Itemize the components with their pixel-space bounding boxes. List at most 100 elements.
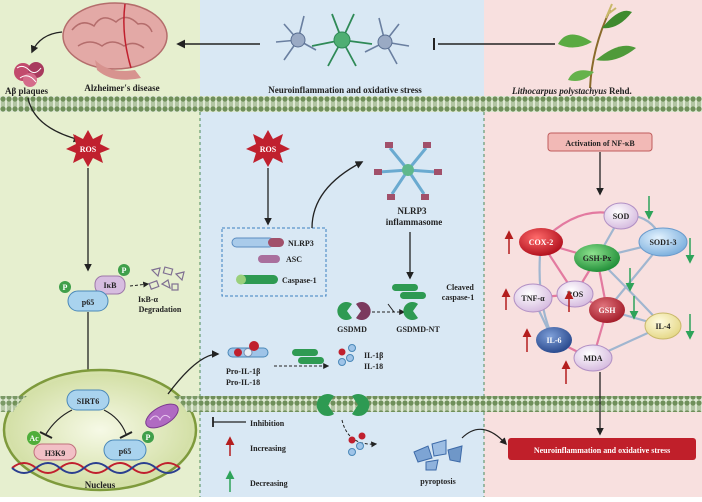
phospho-badge-3 xyxy=(142,431,154,443)
alzheimers-label: Alzheimer's disease xyxy=(84,83,159,93)
cleaved-label-2: caspase-1 xyxy=(442,293,474,302)
svg-text:P: P xyxy=(122,266,127,275)
acetyl-badge xyxy=(27,431,41,445)
plaques-to-ros-arrow xyxy=(27,97,82,143)
nlrp3-label: NLRP3 xyxy=(288,239,314,248)
degradation-label-1: IκB-α xyxy=(138,295,159,304)
neuro-title: Neuroinflammation and oxidative stress xyxy=(268,85,422,95)
p65-label-left: p65 xyxy=(82,298,94,307)
gsdmd-nt-label: GSDMD-NT xyxy=(396,325,440,334)
ikb-label: IκB xyxy=(104,281,118,290)
svg-text:SOD1-3: SOD1-3 xyxy=(649,238,676,247)
legend-decreasing: Decreasing xyxy=(250,479,288,488)
pro-il-icon xyxy=(227,341,269,358)
pro-il1b-label: Pro-IL-1β xyxy=(226,367,260,376)
degradation-label-2: Degradation xyxy=(139,305,182,314)
sirt6-label: SIRT6 xyxy=(77,397,99,406)
node-ros xyxy=(556,280,594,308)
plant-label: Lithocarpus polystachyus Rehd. xyxy=(511,86,632,96)
released-molecules-icon xyxy=(348,432,366,456)
plant-rest: Rehd. xyxy=(607,86,632,96)
svg-text:IL-4: IL-4 xyxy=(655,322,670,331)
gsdmd-nt-icon xyxy=(403,302,418,321)
svg-text:SOD: SOD xyxy=(613,212,630,221)
pyroptosis-to-outcome-arrow xyxy=(461,428,507,446)
svg-text:TNF-α: TNF-α xyxy=(521,294,545,303)
gsdmd-label: GSDMD xyxy=(337,325,367,334)
outcome-box xyxy=(508,438,696,460)
node-il6 xyxy=(536,327,572,353)
node-gshpx xyxy=(574,244,620,272)
il18-label: IL-18 xyxy=(364,362,383,371)
ros-label-left: ROS xyxy=(80,145,97,154)
brain-icon xyxy=(62,2,168,80)
increase-arrows xyxy=(501,230,574,384)
outcome-label: Neuroinflammation and oxidative stress xyxy=(534,446,670,455)
svg-text:GSH-Px: GSH-Px xyxy=(583,254,611,263)
gsdmd-icon xyxy=(337,302,371,321)
svg-text:COX-2: COX-2 xyxy=(529,238,553,247)
plant-icon xyxy=(558,3,636,89)
ros-star-left xyxy=(66,130,110,167)
node-sod13 xyxy=(638,227,688,257)
plaques-icon xyxy=(14,62,44,87)
p65-to-proil-arrow xyxy=(167,350,220,395)
asc-label: ASC xyxy=(286,255,302,264)
node-cox2 xyxy=(519,228,563,256)
brain-to-plaques-arrow xyxy=(30,31,63,54)
mitochondria-icon xyxy=(145,403,179,429)
svg-text:ROS: ROS xyxy=(567,290,584,299)
degradation-fragments-icon xyxy=(148,266,185,291)
pro-il18-label: Pro-IL-18 xyxy=(226,378,260,387)
legend-inhibition: Inhibition xyxy=(250,419,285,428)
inflammasome-label-2: inflammasome xyxy=(386,217,443,227)
dna-icon xyxy=(11,462,181,474)
sirt6-pill xyxy=(66,389,110,411)
p65-pill-nucleus xyxy=(103,439,147,461)
pyroptosis-label: pyroptosis xyxy=(420,477,455,486)
caspase1-label: Caspase-1 xyxy=(282,276,317,285)
decrease-arrows xyxy=(625,196,695,340)
top-membrane xyxy=(0,96,702,112)
inflammasome-label-1: NLRP3 xyxy=(398,206,427,216)
p65-pill-left xyxy=(67,290,109,312)
nfkb-label: Activation of NF-κB xyxy=(565,139,635,148)
svg-text:Ac: Ac xyxy=(29,434,39,443)
inflammasome-icon xyxy=(374,142,442,200)
node-tnfa xyxy=(513,283,553,313)
plaques-label: Aβ plaques xyxy=(5,86,49,96)
svg-text:MDA: MDA xyxy=(583,354,602,363)
node-il4 xyxy=(644,312,682,340)
inflammasome-components-box xyxy=(221,227,327,297)
node-sod xyxy=(603,202,639,230)
il-molecules-icon xyxy=(338,344,356,366)
phospho-badge-1 xyxy=(59,281,71,293)
gsdmd-pore-icon xyxy=(316,394,370,417)
nfkb-box xyxy=(547,132,653,152)
pyroptosis-fragments-icon xyxy=(413,439,463,471)
svg-text:P: P xyxy=(146,433,151,442)
neuron-network-icon xyxy=(275,13,410,67)
svg-text:GSH: GSH xyxy=(599,306,617,315)
ros-star-middle xyxy=(246,130,290,167)
lower-membrane xyxy=(200,396,702,412)
complex-to-inflammasome-arrow xyxy=(311,161,364,229)
ikb-pill xyxy=(94,275,126,295)
ros-label-middle: ROS xyxy=(260,145,277,154)
plant-italic: Lithocarpus polystachyus xyxy=(511,86,607,96)
h3k9-label: H3K9 xyxy=(45,449,65,458)
phospho-badge-2 xyxy=(118,264,130,276)
svg-text:IL-6: IL-6 xyxy=(546,336,561,345)
il1b-label: IL-1β xyxy=(364,351,383,360)
node-mda xyxy=(573,344,613,372)
svg-text:P: P xyxy=(63,283,68,292)
svg-text:p65: p65 xyxy=(119,447,131,456)
legend-increasing: Increasing xyxy=(250,444,286,453)
h3k9-pill xyxy=(33,443,77,461)
node-gsh xyxy=(589,297,625,323)
nucleus-label: Nucleus xyxy=(85,480,116,490)
cleaved-label-1: Cleaved xyxy=(446,283,474,292)
middle-panel xyxy=(200,0,484,497)
